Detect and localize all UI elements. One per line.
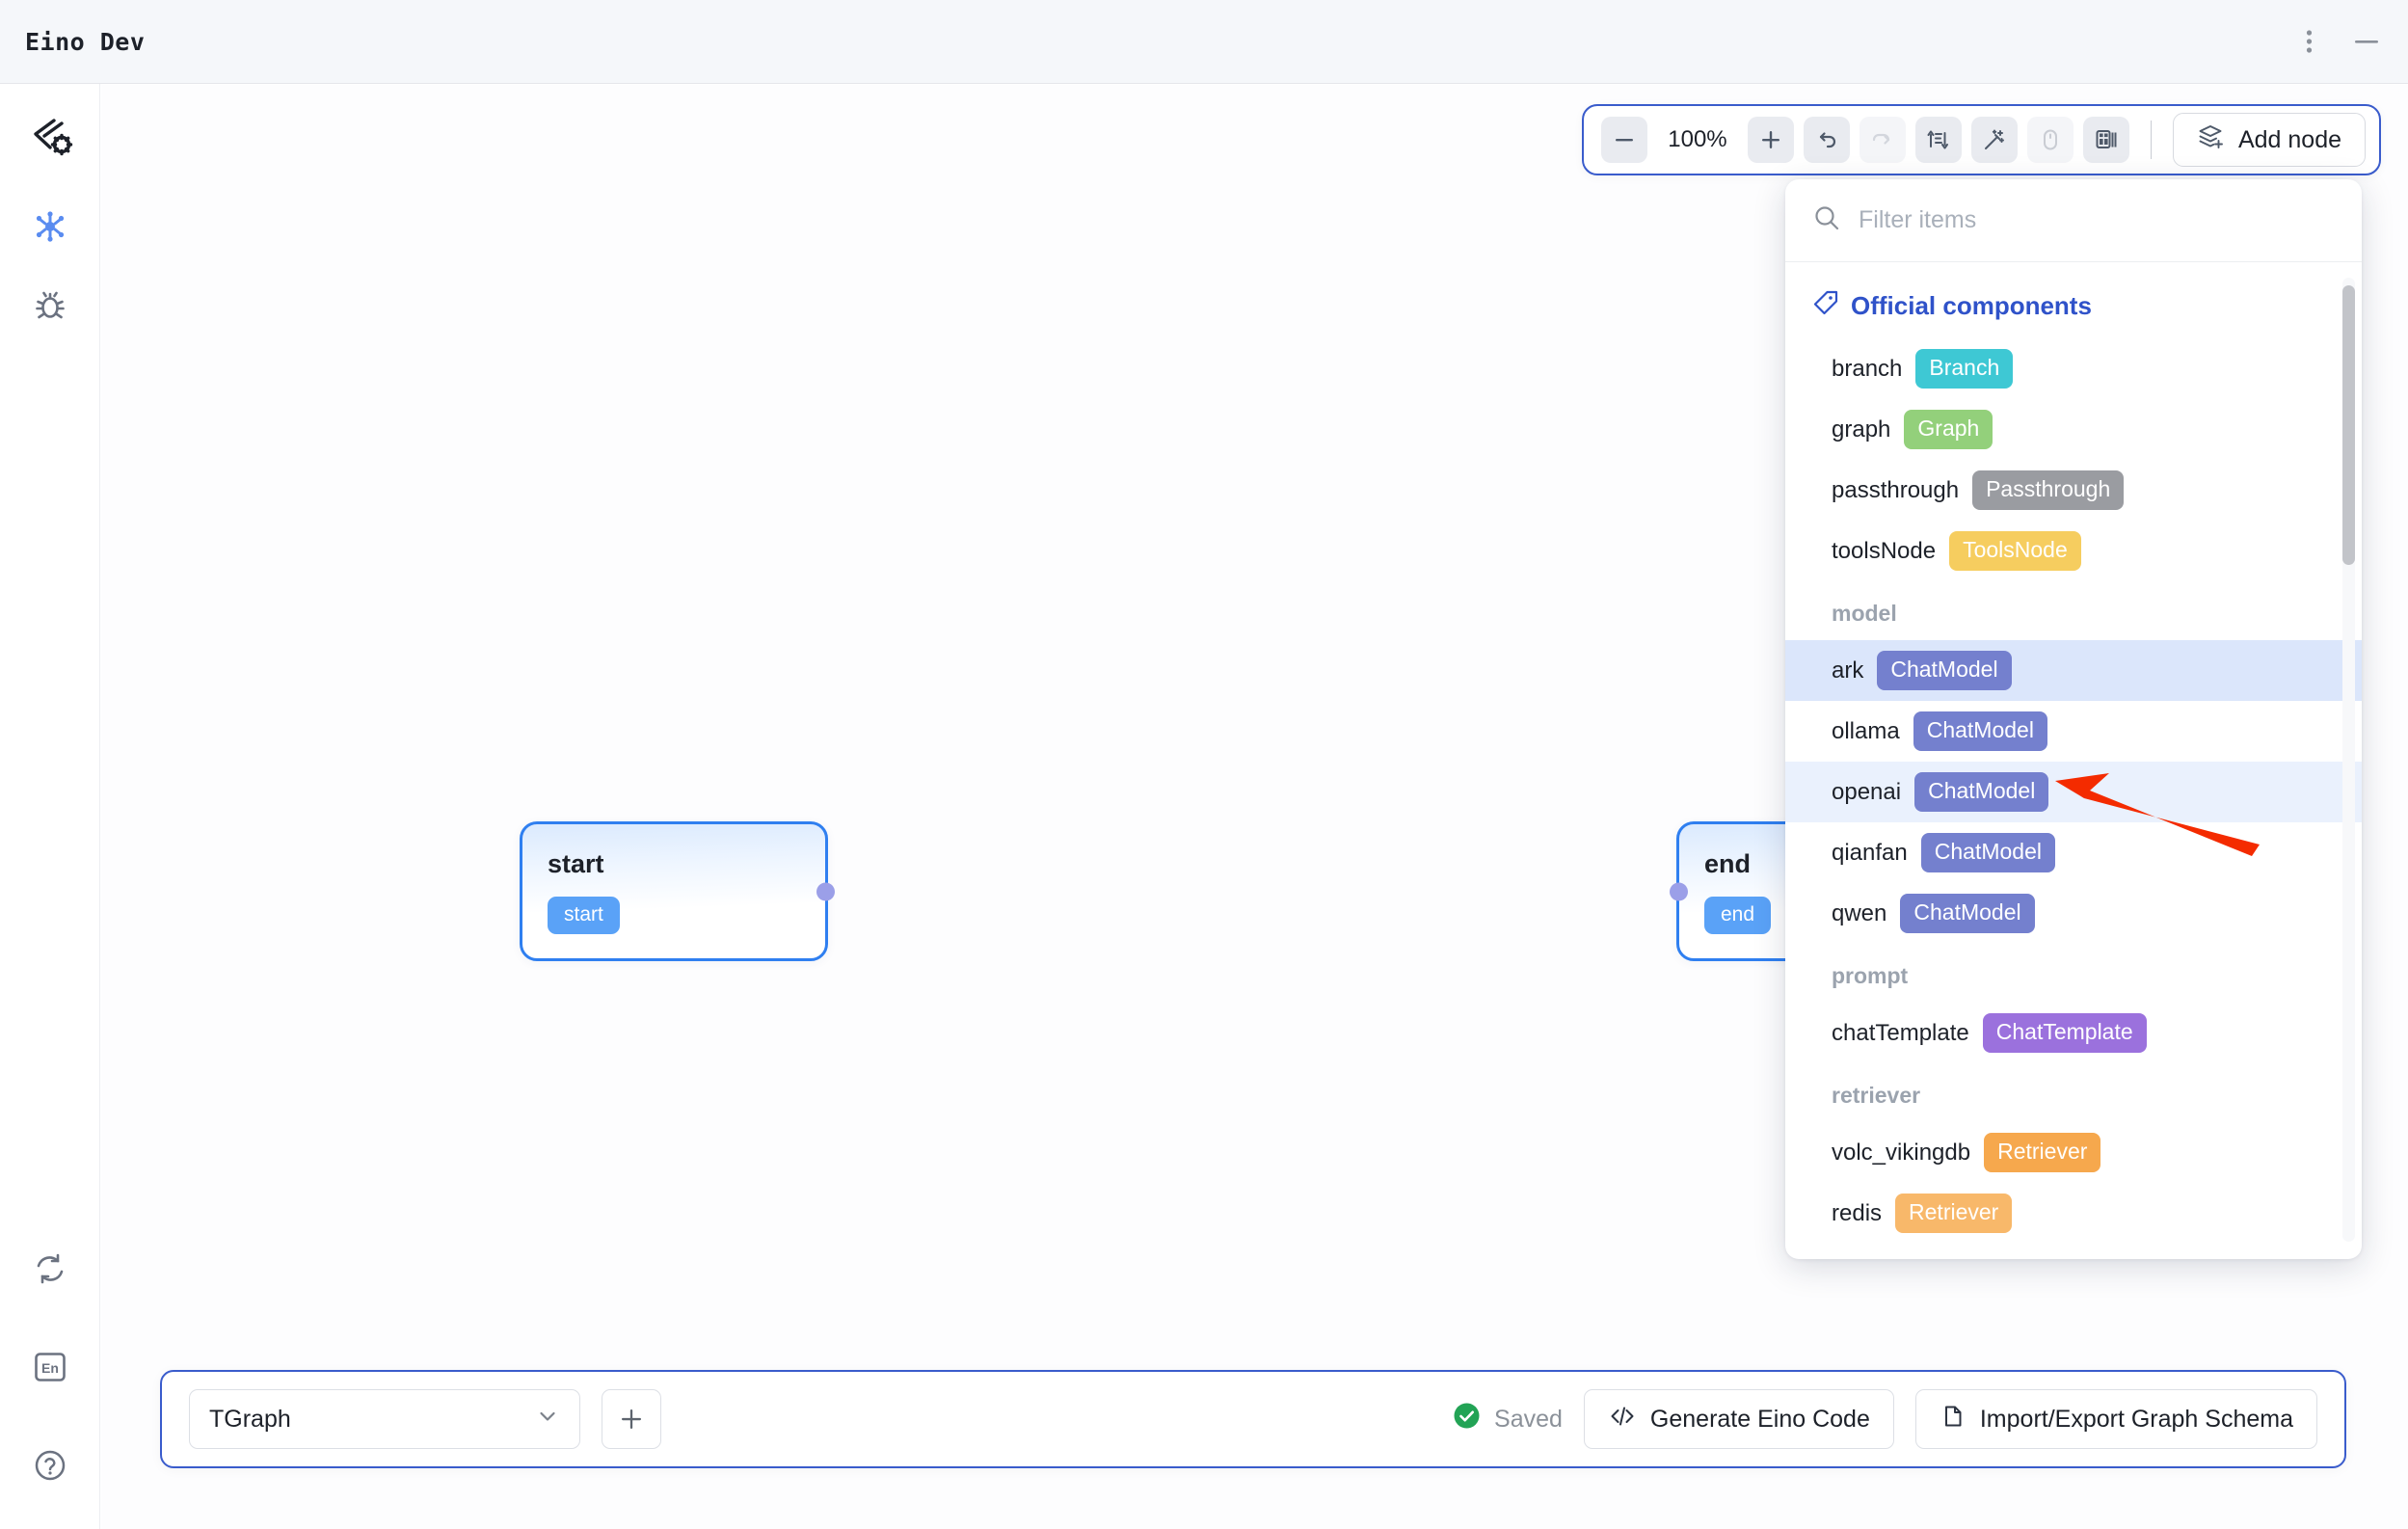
section-header-retriever: retriever — [1832, 1083, 1921, 1108]
graph-select-value: TGraph — [209, 1405, 291, 1433]
status-badge: ChatModel — [1913, 711, 2047, 751]
undo-button[interactable] — [1803, 117, 1850, 163]
window-titlebar: Eino Dev — [0, 0, 2408, 84]
status-badge: ChatModel — [1900, 894, 2035, 933]
start-node-badge: start — [548, 897, 620, 934]
app-title: Eino Dev — [25, 27, 146, 56]
list-item-qianfan[interactable]: qianfan ChatModel — [1785, 822, 2362, 883]
item-label: redis — [1832, 1199, 1883, 1226]
status-badge: ToolsNode — [1949, 531, 2081, 571]
minimize-icon[interactable] — [2350, 25, 2383, 58]
filter-items-input[interactable] — [1859, 206, 2335, 234]
sidebar-item-debug[interactable] — [23, 279, 77, 333]
item-label: ark — [1832, 657, 1864, 684]
status-badge: Graph — [1904, 410, 1993, 449]
zoom-level-label: 100% — [1668, 126, 1727, 152]
item-label: chatTemplate — [1832, 1019, 1969, 1046]
panel-search-row — [1785, 179, 2362, 262]
list-item-ollama[interactable]: ollama ChatModel — [1785, 701, 2362, 762]
list-item-passthrough[interactable]: passthrough Passthrough — [1785, 460, 2362, 521]
status-badge: ChatModel — [1914, 772, 2049, 812]
code-brackets-icon — [1608, 1402, 1637, 1437]
list-item-toolsnode[interactable]: toolsNode ToolsNode — [1785, 521, 2362, 581]
svg-text:En: En — [41, 1360, 59, 1376]
status-badge: Passthrough — [1972, 470, 2125, 510]
add-graph-button[interactable] — [602, 1389, 661, 1449]
item-label: passthrough — [1832, 476, 1960, 503]
zoom-out-button[interactable] — [1600, 117, 1647, 163]
kebab-menu-icon[interactable] — [2292, 25, 2325, 58]
start-node-title: start — [548, 849, 604, 878]
list-item-graph[interactable]: graph Graph — [1785, 399, 2362, 460]
official-components-label: Official components — [1851, 291, 2092, 320]
status-badge: ChatTemplate — [1982, 1013, 2147, 1053]
search-icon — [1812, 203, 1841, 237]
list-item-chattemplate[interactable]: chatTemplate ChatTemplate — [1785, 1003, 2362, 1063]
help-circle-icon[interactable] — [23, 1438, 77, 1492]
status-badge: Retriever — [1984, 1133, 2101, 1172]
status-badge: Branch — [1915, 349, 2014, 389]
list-item-redis[interactable]: redis Retriever — [1785, 1183, 2362, 1244]
toolbar-divider — [2150, 121, 2152, 159]
start-node-output-handle[interactable] — [816, 882, 835, 900]
panel-layout-button[interactable] — [2082, 117, 2129, 163]
section-header-prompt: prompt — [1832, 963, 1909, 988]
section-header-model: model — [1832, 601, 1897, 626]
end-node-input-handle[interactable] — [1670, 882, 1688, 900]
list-item-branch[interactable]: branch Branch — [1785, 338, 2362, 399]
add-node-label: Add node — [2237, 125, 2341, 153]
item-label: qianfan — [1832, 839, 1908, 866]
canvas-toolbar: 100% — [1581, 104, 2381, 175]
pointer-mode-button[interactable] — [2026, 117, 2074, 163]
end-node-badge: end — [1704, 897, 1772, 934]
item-label: ollama — [1832, 717, 1900, 744]
generate-eino-code-label: Generate Eino Code — [1649, 1405, 1870, 1433]
list-item-qwen[interactable]: qwen ChatModel — [1785, 883, 2362, 944]
check-circle-icon — [1452, 1401, 1482, 1437]
item-label: openai — [1832, 778, 1902, 805]
tag-icon — [1812, 289, 1839, 323]
status-badge: ChatModel — [1877, 651, 2012, 690]
status-badge: ChatModel — [1920, 833, 2055, 872]
status-badge: Retriever — [1895, 1194, 2013, 1233]
item-label: qwen — [1832, 899, 1887, 926]
chevron-down-icon — [535, 1404, 560, 1435]
official-components-header: Official components — [1785, 272, 2362, 338]
language-en-icon[interactable]: En — [23, 1340, 77, 1394]
magic-wand-button[interactable] — [1970, 117, 2018, 163]
sidebar-item-graph[interactable] — [23, 200, 77, 254]
auto-layout-button[interactable] — [1914, 117, 1962, 163]
panel-scrollbar-thumb[interactable] — [2342, 285, 2355, 565]
save-status: Saved — [1452, 1401, 1563, 1437]
end-node-title: end — [1704, 849, 1752, 878]
list-item-ark[interactable]: ark ChatModel — [1785, 640, 2362, 701]
document-icon — [1940, 1403, 1967, 1436]
item-label: volc_vikingdb — [1832, 1139, 1971, 1166]
layers-plus-icon — [2197, 122, 2226, 158]
graph-select[interactable]: TGraph — [189, 1389, 580, 1449]
bottom-bar: TGraph Saved Generate Eino Code — [160, 1370, 2346, 1468]
import-export-graph-schema-label: Import/Export Graph Schema — [1979, 1405, 2293, 1433]
list-item-volc-vikingdb[interactable]: volc_vikingdb Retriever — [1785, 1122, 2362, 1183]
refresh-icon[interactable] — [23, 1242, 77, 1296]
generate-eino-code-button[interactable]: Generate Eino Code — [1583, 1389, 1894, 1449]
item-label: graph — [1832, 416, 1891, 443]
item-label: branch — [1832, 355, 1903, 382]
list-item-openai[interactable]: openai ChatModel — [1785, 762, 2362, 822]
eino-logo-icon[interactable] — [23, 111, 77, 165]
import-export-graph-schema-button[interactable]: Import/Export Graph Schema — [1914, 1389, 2317, 1449]
component-list[interactable]: Official components branch Branch graph … — [1785, 262, 2362, 1259]
start-node[interactable]: start start — [520, 821, 835, 961]
add-node-button[interactable]: Add node — [2172, 113, 2366, 167]
item-label: toolsNode — [1832, 537, 1937, 564]
save-status-label: Saved — [1494, 1405, 1563, 1433]
component-panel: Official components branch Branch graph … — [1785, 179, 2362, 1259]
zoom-in-button[interactable] — [1747, 117, 1794, 163]
left-rail: En — [0, 84, 100, 1529]
redo-button[interactable] — [1859, 117, 1906, 163]
